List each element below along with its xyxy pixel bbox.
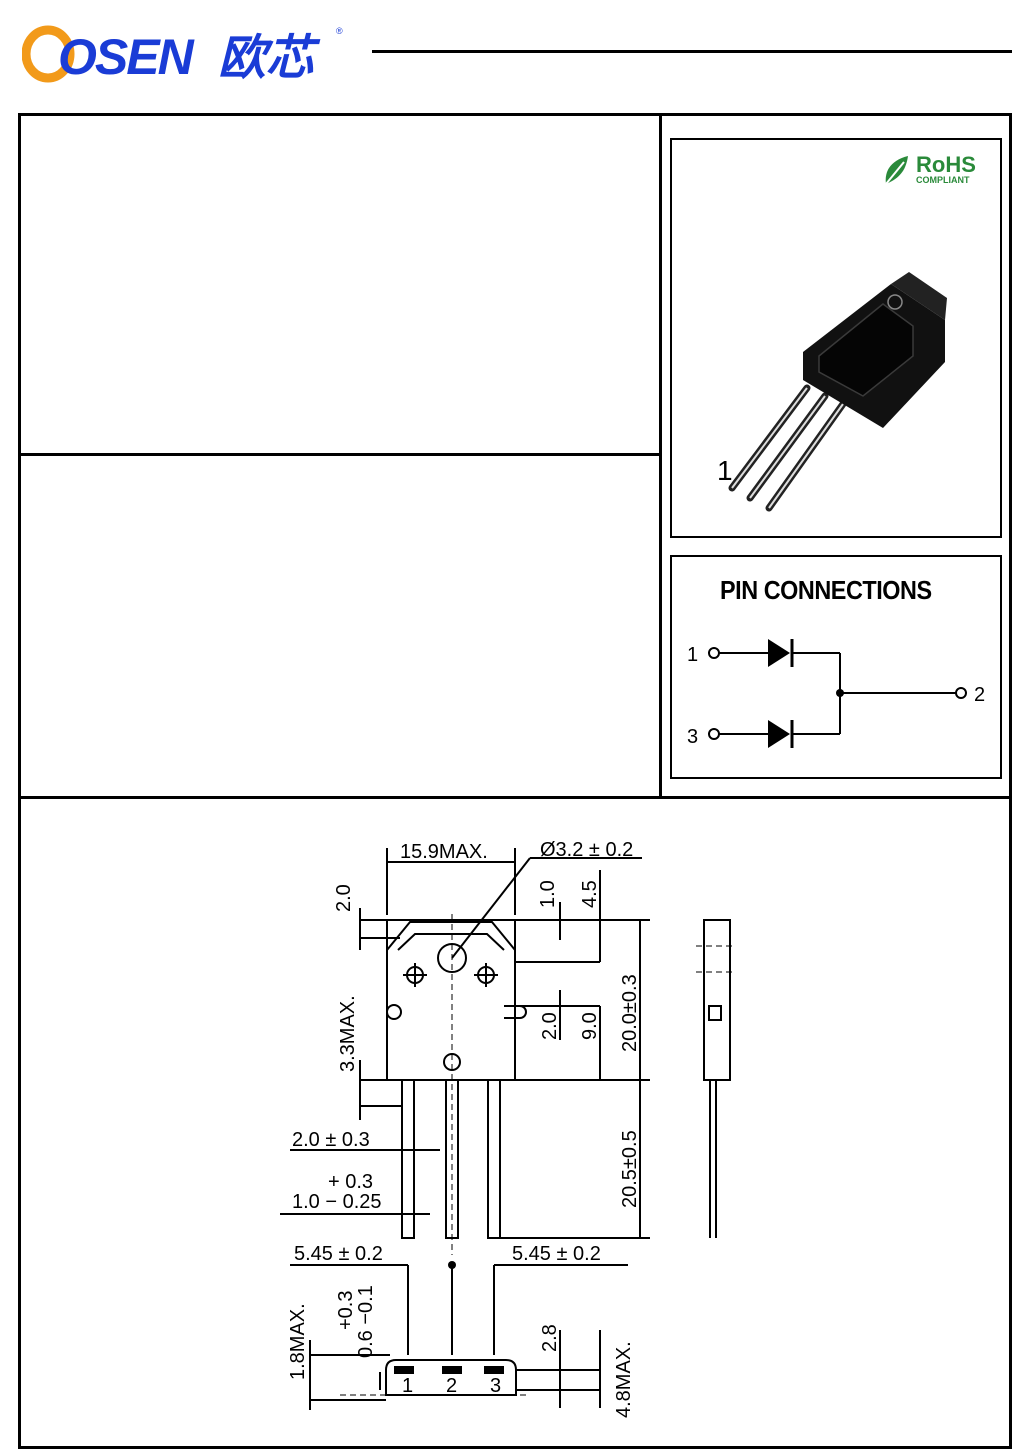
pin-number-2: 2	[446, 1375, 457, 1397]
pin-2-label: 2	[974, 684, 985, 706]
dim-2-0-mid: 2.0	[539, 1012, 561, 1040]
pin-3-label: 3	[687, 726, 698, 748]
rohs-logo: RoHS COMPLIANT	[885, 152, 976, 185]
dim-hole: Ø3.2 ± 0.2	[540, 839, 633, 861]
rohs-main: RoHS	[916, 152, 976, 177]
dim-2-0-top: 2.0	[333, 884, 355, 912]
dim-20-0: 20.0±0.3	[619, 974, 641, 1052]
dim-4-5: 4.5	[579, 880, 601, 908]
dim-tol-top: +0.3	[335, 1291, 357, 1330]
dim-20-5: 20.5±0.5	[619, 1130, 641, 1208]
dim-2-8: 2.8	[539, 1324, 561, 1352]
divider-left	[21, 453, 661, 456]
page-header: OSEN 欧芯 ®	[0, 0, 1014, 110]
divider-vertical	[659, 116, 662, 799]
dim-lead-width: 2.0 ± 0.3	[292, 1129, 370, 1151]
divider-full	[21, 796, 1009, 799]
pin-connections-title: PIN CONNECTIONS	[720, 575, 932, 605]
pin-connections-diagram: 1 3 2	[687, 639, 985, 748]
to3p-package-image: 1	[717, 272, 947, 512]
package-pin-label: 1	[717, 455, 733, 486]
dim-1-8-max: 1.8MAX.	[287, 1303, 309, 1380]
dim-lead-thickness: 1.0 − 0.25	[292, 1191, 382, 1213]
datasheet-frame: RoHS COMPLIANT 1 PIN CONNECTIONS	[18, 113, 1012, 1449]
dim-3-3-max: 3.3MAX.	[337, 995, 359, 1072]
dim-pitch-left: 5.45 ± 0.2	[294, 1243, 383, 1265]
product-image-box: RoHS COMPLIANT 1	[670, 138, 1002, 538]
pin-1-label: 1	[687, 644, 698, 666]
dim-4-8-max: 4.8MAX.	[613, 1341, 635, 1418]
dim-pitch-right: 5.45 ± 0.2	[512, 1243, 601, 1265]
pin-connections-box: PIN CONNECTIONS 1 3 2	[670, 555, 1002, 779]
logo-chinese: 欧芯	[218, 32, 321, 84]
dim-lead-tol-plus: + 0.3	[328, 1171, 373, 1193]
logo-registered: ®	[336, 26, 343, 36]
header-rule	[372, 50, 1012, 53]
dim-tol-bottom: 0.6 −0.1	[355, 1285, 377, 1358]
outline-drawing: 15.9MAX. Ø3.2 ± 0.2 2.0 1.0 4.5 20.0±0.3…	[280, 839, 736, 1418]
osen-logo: OSEN 欧芯 ®	[22, 25, 343, 84]
dim-9-0: 9.0	[579, 1012, 601, 1040]
pin-number-3: 3	[490, 1375, 501, 1397]
logo-latin: OSEN	[58, 29, 195, 84]
pin-number-1: 1	[402, 1375, 413, 1397]
dim-15-9-max: 15.9MAX.	[400, 841, 488, 863]
dim-1-0: 1.0	[537, 880, 559, 908]
rohs-sub: COMPLIANT	[916, 175, 970, 185]
